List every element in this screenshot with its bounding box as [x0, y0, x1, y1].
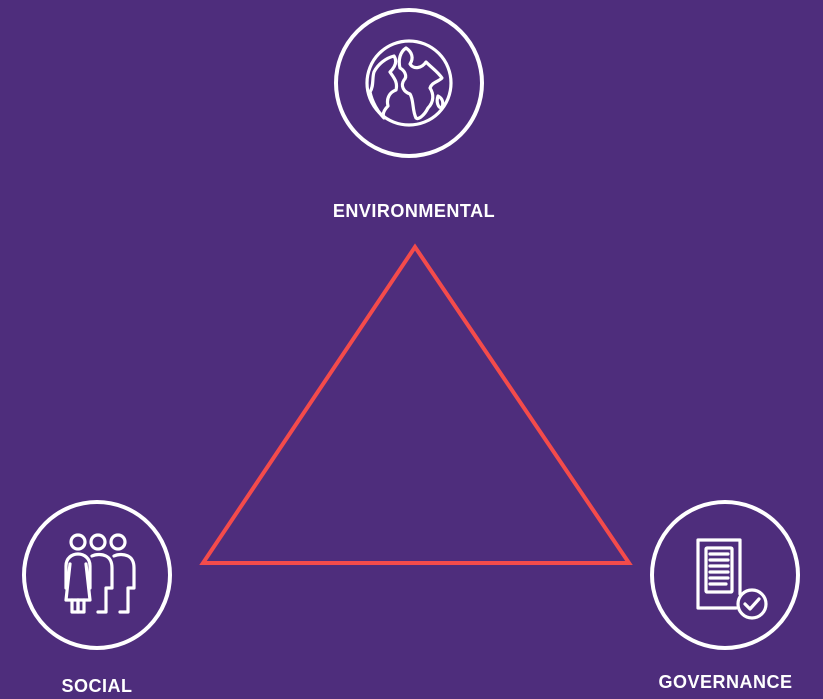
- people-group-icon: [64, 533, 136, 614]
- governance-circle: [650, 500, 800, 650]
- social-circle: [22, 500, 172, 650]
- globe-icon: [365, 39, 453, 127]
- environmental-circle: [334, 8, 484, 158]
- social-label: SOCIAL: [61, 676, 133, 696]
- document-check-icon: [696, 538, 768, 620]
- governance-label: GOVERNANCE: [658, 672, 793, 692]
- environmental-label: ENVIRONMENTAL: [332, 201, 496, 221]
